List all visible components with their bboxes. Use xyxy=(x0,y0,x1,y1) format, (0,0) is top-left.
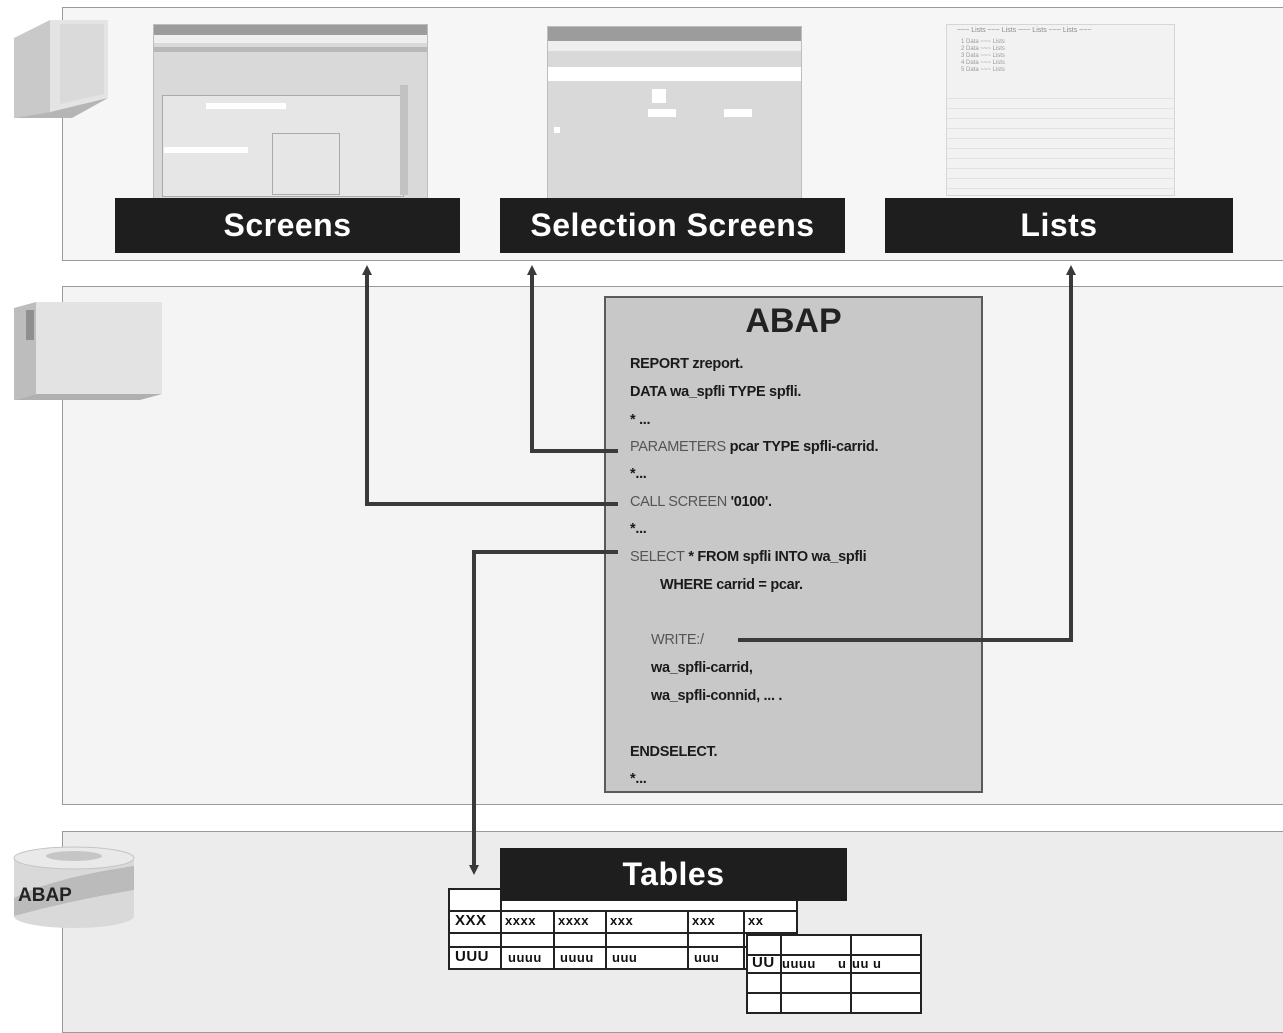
code-line-where: WHERE carrid = pcar. xyxy=(660,577,803,593)
table-1-cell: uuuu xyxy=(560,950,594,965)
lists-thumbnail: ~~~ Lists ~~~ Lists ~~~ Lists ~~~ Lists … xyxy=(946,24,1175,196)
lists-label: Lists xyxy=(885,198,1233,253)
code-line-endselect: ENDSELECT. xyxy=(630,744,718,760)
table-2-cell: uu u xyxy=(852,956,882,971)
table-1-cell: uuu xyxy=(612,950,638,965)
table-1-cell: xxx xyxy=(692,913,716,928)
screens-thumbnail xyxy=(153,24,428,202)
code-line-comment-1: * ... xyxy=(630,412,651,428)
arrow-parameters-to-selection-screens xyxy=(527,265,618,453)
code-line-write: WRITE:/ xyxy=(651,632,704,648)
table-1-cell: xxx xyxy=(610,913,634,928)
table-1-cell: xxxx xyxy=(505,913,536,928)
database-disk-icon xyxy=(13,846,135,928)
code-line-report: REPORT zreport. xyxy=(630,356,744,372)
code-line-call-screen: CALL SCREEN '0100'. xyxy=(630,494,772,510)
table-2-cell: UU xyxy=(752,954,775,971)
application-server-icon xyxy=(14,302,162,400)
tables-label: Tables xyxy=(500,848,847,901)
list-thumb-header: ~~~ Lists ~~~ Lists ~~~ Lists ~~~ Lists … xyxy=(957,27,1092,34)
code-line-select: SELECT * FROM spfli INTO wa_spfli xyxy=(630,549,867,565)
arrow-call-screen-to-screens xyxy=(362,265,618,506)
code-line-comment-2: *... xyxy=(630,466,647,482)
disk-label: ABAP xyxy=(18,885,72,906)
list-thumb-rows: 1 Data ~~~ Lists 2 Data ~~~ Lists 3 Data… xyxy=(961,39,1005,73)
code-line-comment-4: *... xyxy=(630,771,647,787)
screens-label: Screens xyxy=(115,198,460,253)
table-2-cell: u xyxy=(838,956,847,971)
selection-screens-label: Selection Screens xyxy=(500,198,845,253)
table-1-cell: uuuu xyxy=(508,950,542,965)
code-line-data: DATA wa_spfli TYPE spfli. xyxy=(630,384,802,400)
arrow-write-to-lists xyxy=(738,265,1076,642)
arrow-select-to-tables xyxy=(469,550,618,875)
table-2 xyxy=(746,934,922,1014)
table-1-cell: xx xyxy=(748,913,764,928)
abap-program-box: ABAP xyxy=(604,296,983,793)
selection-screens-thumbnail xyxy=(547,26,802,200)
abap-title: ABAP xyxy=(745,302,842,340)
code-line-carrid: wa_spfli-carrid, xyxy=(651,660,753,676)
code-line-comment-3: *... xyxy=(630,521,647,537)
table-1-cell: xxxx xyxy=(558,913,589,928)
monitor-icon xyxy=(14,20,108,118)
code-line-parameters: PARAMETERS pcar TYPE spfli-carrid. xyxy=(630,439,879,455)
table-1-cell: XXX xyxy=(455,912,487,929)
table-1 xyxy=(448,888,798,970)
table-1-cell: uuu xyxy=(694,950,720,965)
code-line-connid: wa_spfli-connid, ... . xyxy=(651,688,783,704)
table-1-cell: UUU xyxy=(455,948,489,965)
table-2-cell: uuuu xyxy=(782,956,816,971)
